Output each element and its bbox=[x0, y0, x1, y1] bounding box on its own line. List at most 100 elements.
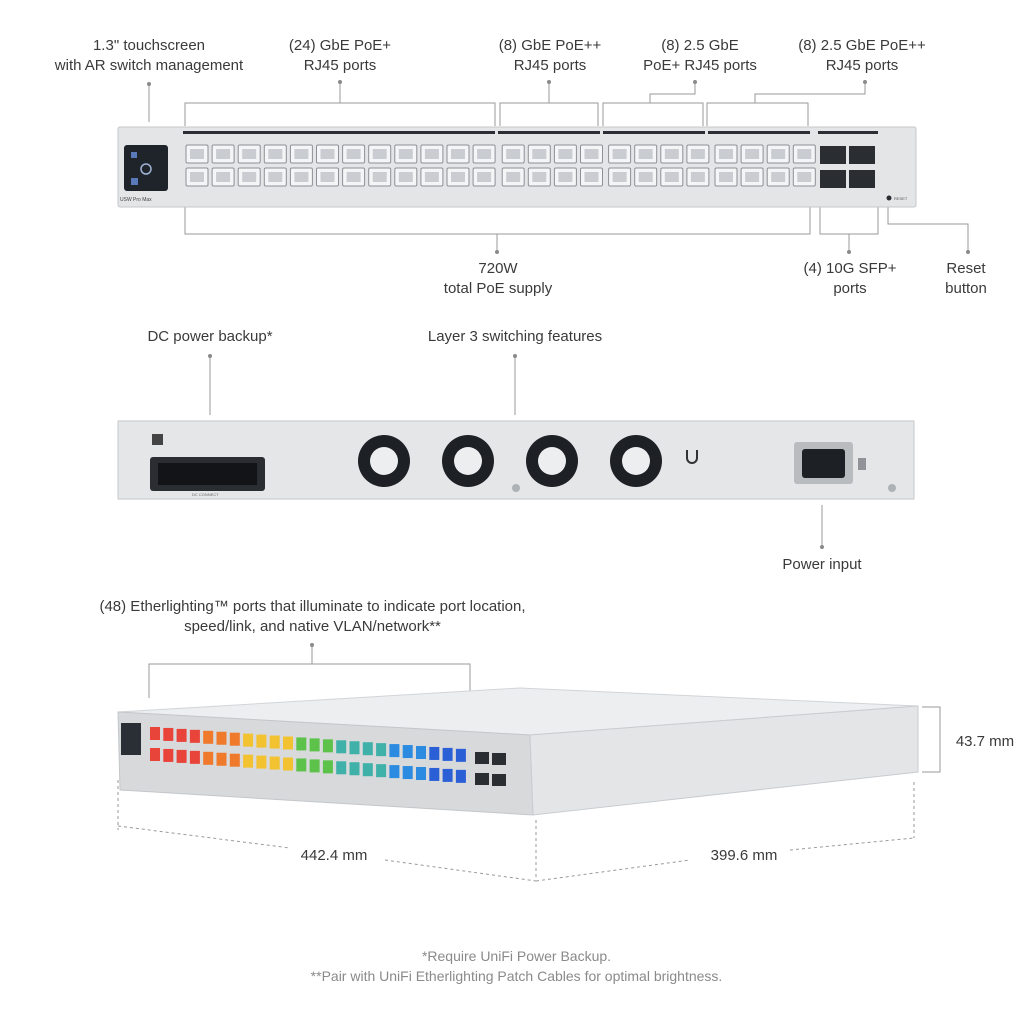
etherlighting-port[interactable] bbox=[349, 762, 360, 776]
rj45-port-socket bbox=[506, 149, 521, 159]
etherlighting-port[interactable] bbox=[150, 727, 160, 740]
rj45-port-socket bbox=[638, 172, 653, 182]
footnote-1: *Require UniFi Power Backup. bbox=[421, 948, 612, 964]
etherlighting-port[interactable] bbox=[269, 735, 280, 749]
sfp-ports bbox=[820, 146, 875, 188]
etherlighting-port[interactable] bbox=[189, 750, 200, 764]
front-leader-lines bbox=[147, 80, 970, 254]
etherlighting-port[interactable] bbox=[176, 728, 187, 742]
rj45-port-socket bbox=[771, 172, 786, 182]
etherlighting-port[interactable] bbox=[309, 738, 320, 752]
etherlighting-port[interactable] bbox=[163, 727, 174, 741]
dc-connector-text: DC CONNECT bbox=[192, 492, 219, 497]
rj45-port-socket bbox=[451, 172, 465, 182]
etherlighting-port[interactable] bbox=[322, 739, 333, 753]
touchscreen-panel[interactable] bbox=[124, 145, 168, 191]
rj45-port-socket bbox=[268, 149, 283, 159]
etherlighting-port[interactable] bbox=[309, 759, 320, 773]
power-switch[interactable] bbox=[858, 458, 866, 470]
rj45-port-socket bbox=[771, 149, 786, 159]
footnote-2: **Pair with UniFi Etherlighting Patch Ca… bbox=[310, 968, 723, 984]
etherlighting-port[interactable] bbox=[455, 748, 466, 762]
etherlighting-port[interactable] bbox=[336, 740, 347, 754]
sfp-port-1[interactable] bbox=[820, 146, 846, 164]
etherlighting-port[interactable] bbox=[176, 749, 187, 763]
reset-button[interactable] bbox=[886, 195, 892, 201]
etherlighting-port[interactable] bbox=[216, 731, 227, 745]
etherlighting-port[interactable] bbox=[243, 754, 254, 768]
rj45-port-socket bbox=[584, 149, 599, 159]
etherlighting-port[interactable] bbox=[216, 752, 227, 766]
label-height: 43.7 mm bbox=[955, 733, 1015, 750]
rj45-port-socket bbox=[664, 149, 679, 159]
rj45-port-socket bbox=[797, 172, 812, 182]
etherlighting-port[interactable] bbox=[189, 729, 200, 743]
etherlighting-port[interactable] bbox=[416, 746, 426, 759]
rj45-port-socket bbox=[797, 149, 812, 159]
label-sfp-ports: (4) 10G SFP+ ports bbox=[803, 260, 897, 297]
rj45-port-socket bbox=[372, 172, 387, 182]
rj45-port-socket bbox=[346, 149, 361, 159]
label-reset: Reset button bbox=[945, 260, 987, 297]
rj45-port-socket bbox=[477, 172, 492, 182]
etherlighting-port[interactable] bbox=[283, 736, 293, 750]
etherlighting-port[interactable] bbox=[429, 746, 440, 760]
etherlighting-port[interactable] bbox=[229, 753, 240, 767]
sfp-port-2[interactable] bbox=[849, 146, 875, 164]
rj45-port-socket bbox=[690, 149, 705, 159]
etherlighting-port[interactable] bbox=[296, 758, 307, 772]
front-model-text: USW Pro Max bbox=[120, 197, 152, 203]
etherlighting-port[interactable] bbox=[296, 737, 307, 751]
etherlighting-port[interactable] bbox=[150, 748, 160, 761]
etherlighting-port[interactable] bbox=[203, 751, 214, 765]
rj45-port-socket bbox=[638, 149, 653, 159]
iso-touchscreen[interactable] bbox=[121, 723, 141, 755]
rj45-port-socket bbox=[719, 149, 733, 159]
etherlighting-port[interactable] bbox=[336, 761, 347, 775]
touchscreen-indicator-icon bbox=[131, 152, 137, 158]
rj45-port-socket bbox=[242, 149, 257, 159]
iso-chassis-side bbox=[529, 705, 919, 816]
rj45-port-socket bbox=[584, 172, 599, 182]
etherlighting-port[interactable] bbox=[402, 745, 413, 759]
fan-1-icon bbox=[358, 435, 410, 487]
rj45-port-socket bbox=[745, 149, 760, 159]
etherlighting-port[interactable] bbox=[455, 769, 466, 783]
power-inlet bbox=[794, 442, 853, 484]
etherlighting-port[interactable] bbox=[269, 756, 280, 770]
sfp-port-4[interactable] bbox=[849, 170, 875, 188]
etherlighting-port[interactable] bbox=[389, 744, 400, 758]
qr-code-icon bbox=[152, 434, 163, 445]
etherlighting-port[interactable] bbox=[442, 747, 453, 761]
rj45-port-socket bbox=[346, 172, 361, 182]
etherlighting-port[interactable] bbox=[322, 760, 333, 774]
rj45-port-socket bbox=[372, 149, 387, 159]
etherlighting-port[interactable] bbox=[362, 763, 373, 777]
rj45-port-socket bbox=[190, 149, 204, 159]
etherlighting-port[interactable] bbox=[362, 742, 373, 756]
label-power-input: Power input bbox=[782, 556, 862, 573]
ground-screw bbox=[512, 484, 520, 492]
rj45-port-socket bbox=[558, 172, 573, 182]
etherlighting-port[interactable] bbox=[349, 741, 360, 755]
rj45-port-socket bbox=[268, 172, 283, 182]
etherlighting-port[interactable] bbox=[243, 733, 254, 747]
etherlighting-port[interactable] bbox=[283, 757, 293, 771]
sfp-port-3[interactable] bbox=[820, 170, 846, 188]
etherlighting-port[interactable] bbox=[256, 755, 267, 769]
etherlighting-port[interactable] bbox=[256, 734, 267, 748]
etherlighting-port[interactable] bbox=[203, 730, 214, 744]
rj45-port-socket bbox=[398, 172, 413, 182]
rj45-port-socket bbox=[532, 172, 547, 182]
etherlighting-port[interactable] bbox=[416, 767, 426, 780]
label-depth: 399.6 mm bbox=[710, 847, 778, 864]
etherlighting-port[interactable] bbox=[442, 768, 453, 782]
etherlighting-port[interactable] bbox=[229, 732, 240, 746]
etherlighting-port[interactable] bbox=[389, 765, 400, 779]
etherlighting-port[interactable] bbox=[376, 764, 387, 778]
label-2-5-poe-plusplus: (8) 2.5 GbE PoE++ RJ45 ports bbox=[798, 37, 926, 74]
etherlighting-port[interactable] bbox=[402, 766, 413, 780]
etherlighting-port[interactable] bbox=[429, 767, 440, 781]
etherlighting-port[interactable] bbox=[376, 743, 387, 757]
etherlighting-port[interactable] bbox=[163, 748, 174, 762]
